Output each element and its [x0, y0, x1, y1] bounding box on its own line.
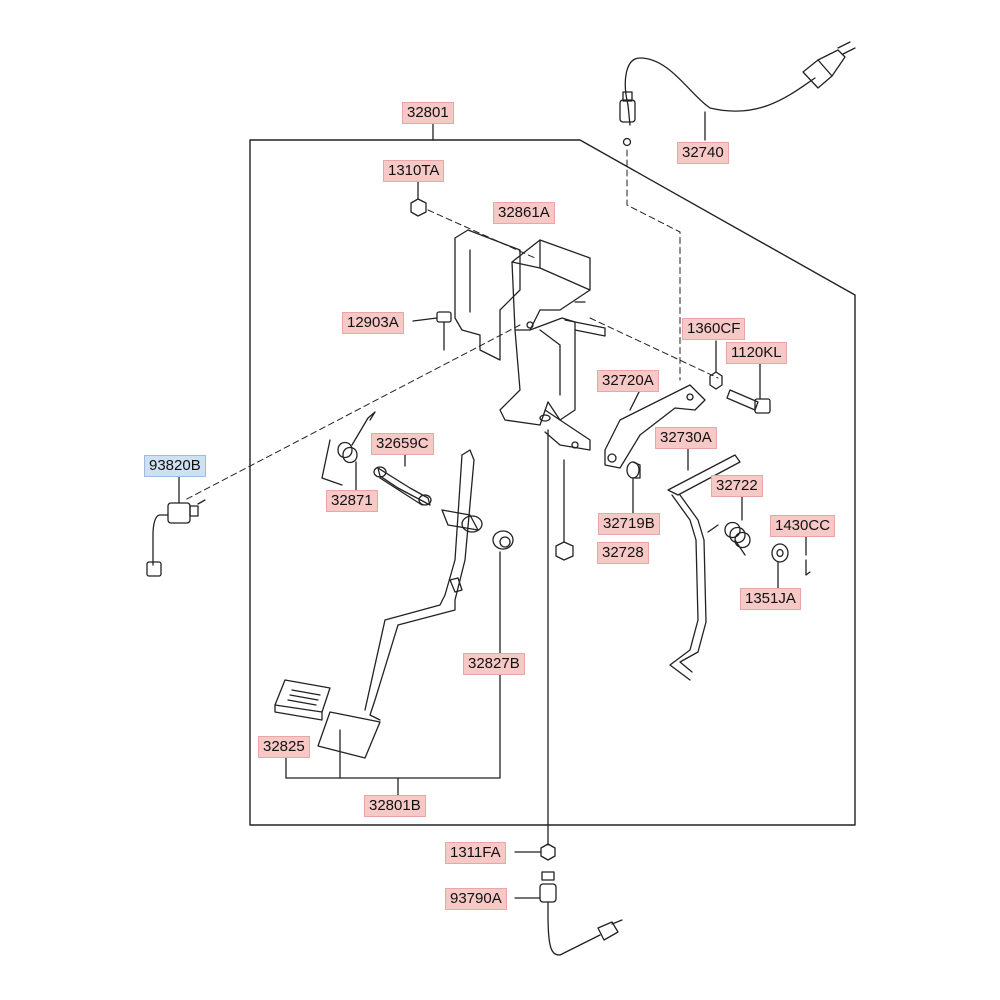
rod-32730A: [667, 447, 741, 681]
label-1430CC[interactable]: 1430CC: [770, 515, 836, 537]
label-1360CF[interactable]: 1360CF: [682, 318, 746, 340]
washer-1351JA: [771, 543, 789, 589]
cable-32740: [619, 41, 856, 147]
label-32871[interactable]: 32871: [326, 490, 378, 512]
pedal-pad-32825: [274, 679, 331, 779]
label-32722[interactable]: 32722: [711, 475, 763, 497]
bolt-1120KL: [726, 361, 771, 414]
bushing-32719B: [626, 461, 641, 514]
label-12903A[interactable]: 12903A: [342, 312, 404, 334]
bolt-12903A: [412, 311, 452, 351]
pedal-arm-32801B: [317, 449, 483, 779]
nut-1360CF: [709, 340, 723, 390]
label-93820B[interactable]: 93820B: [144, 455, 206, 477]
nut-32728: [555, 459, 574, 561]
label-32827B[interactable]: 32827B: [463, 653, 525, 675]
lever-32720A: [604, 384, 706, 469]
label-32801[interactable]: 32801: [402, 102, 454, 124]
spring-32722: [707, 494, 751, 556]
label-32728[interactable]: 32728: [597, 542, 649, 564]
sleeve-32659C: [373, 449, 432, 506]
label-93790A[interactable]: 93790A: [445, 888, 507, 910]
label-32825[interactable]: 32825: [258, 736, 310, 758]
label-32861A[interactable]: 32861A: [493, 202, 555, 224]
label-32720A[interactable]: 32720A: [597, 370, 659, 392]
label-32740[interactable]: 32740: [677, 142, 729, 164]
label-1311FA[interactable]: 1311FA: [445, 842, 506, 864]
assembly-frame: [249, 117, 856, 826]
label-1351JA[interactable]: 1351JA: [740, 588, 801, 610]
dashed-leaders: [184, 149, 719, 501]
bushing-32827B: [492, 530, 514, 654]
pedal-bracket-32861A: [454, 229, 606, 451]
switch-cable-93790A: [514, 429, 623, 956]
pin-1430CC: [805, 535, 811, 576]
label-1310TA[interactable]: 1310TA: [383, 160, 445, 182]
label-32801B[interactable]: 32801B: [364, 795, 426, 817]
label-1120KL[interactable]: 1120KL: [726, 342, 787, 364]
label-32730A[interactable]: 32730A: [655, 427, 717, 449]
label-32659C[interactable]: 32659C: [371, 433, 434, 455]
spring-32871: [321, 411, 376, 491]
switch-93820B: [146, 474, 206, 577]
assembly-bracket-32801B: [285, 674, 501, 797]
nut-1310TA: [410, 180, 427, 217]
label-32719B[interactable]: 32719B: [598, 513, 660, 535]
